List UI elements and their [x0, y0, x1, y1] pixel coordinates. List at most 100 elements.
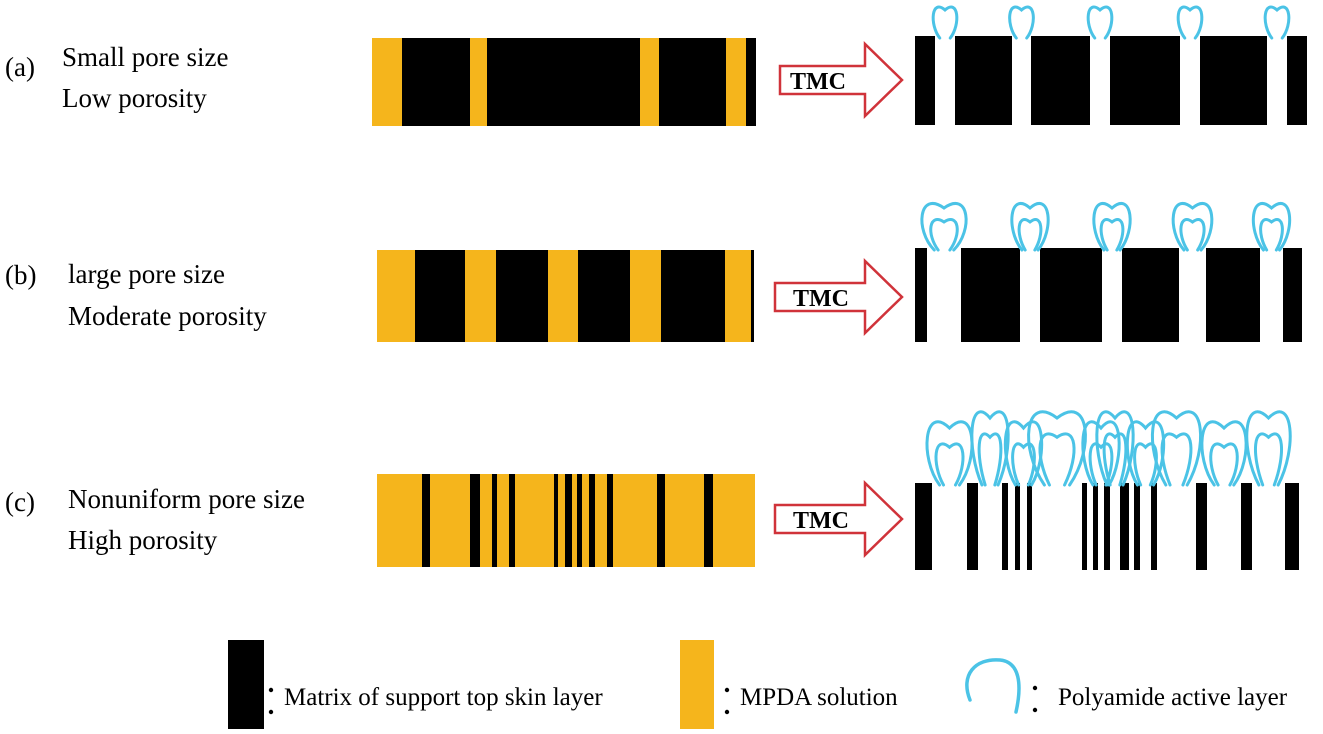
- mpda-pore: [548, 250, 578, 342]
- support-matrix-segment: [1110, 36, 1180, 125]
- mpda-pore: [470, 38, 487, 126]
- mpda-pore: [630, 250, 661, 342]
- support-matrix-segment: [509, 474, 515, 567]
- row-a: (a) Small pore size Low porosity TMC: [5, 5, 1307, 126]
- support-matrix-segment: [1015, 483, 1020, 570]
- polyamide-loop: [1095, 410, 1135, 487]
- polyamide-loop: [931, 5, 959, 40]
- support-matrix-segment: [1120, 483, 1129, 570]
- legend-mpda-label: MPDA solution: [740, 684, 898, 711]
- polyamide-loop: [1209, 442, 1239, 487]
- support-matrix-segment: [1287, 36, 1307, 125]
- support-matrix-segment: [554, 474, 558, 567]
- row-a-membrane-after: [915, 5, 1307, 125]
- legend-item-polyamide: Polyamide active layer: [965, 658, 1288, 714]
- row-a-support-before: [372, 38, 756, 126]
- row-a-arrow-label: TMC: [790, 69, 846, 95]
- support-matrix-segment: [915, 36, 935, 125]
- support-matrix-segment: [1104, 483, 1110, 570]
- support-matrix-segment: [1285, 483, 1299, 570]
- row-b-line2: Moderate porosity: [68, 301, 267, 331]
- polyamide-loop: [1176, 5, 1204, 40]
- row-b-tmc-arrow: TMC: [773, 258, 904, 336]
- row-b-arrow-label: TMC: [793, 286, 849, 312]
- row-c-tag: (c): [5, 487, 35, 517]
- row-c-line2: High porosity: [68, 525, 218, 555]
- support-matrix-segment: [967, 483, 978, 570]
- support-matrix-segment: [1040, 248, 1102, 342]
- support-matrix-segment: [1196, 483, 1207, 570]
- polyamide-loop: [1160, 432, 1193, 487]
- support-matrix-segment: [589, 474, 595, 567]
- polyamide-loop: [1017, 218, 1043, 252]
- row-c-tmc-arrow: TMC: [773, 480, 904, 558]
- row-a-tag: (a): [5, 52, 35, 82]
- support-matrix-segment: [1200, 36, 1267, 125]
- polyamide-loop: [1099, 218, 1125, 252]
- mpda-pore: [725, 250, 751, 342]
- polyamide-loop: [1253, 432, 1284, 487]
- row-c-support-before: [377, 474, 755, 567]
- mpda-pore: [377, 250, 415, 342]
- row-c-arrow-label: TMC: [793, 508, 849, 534]
- row-c: (c) Nonuniform pore size High porosity T…: [5, 410, 1299, 570]
- legend-matrix-label: Matrix of support top skin layer: [284, 684, 603, 711]
- legend-item-mpda: MPDA solution: [680, 640, 898, 729]
- support-matrix-segment: [607, 474, 613, 567]
- row-c-line1: Nonuniform pore size: [68, 484, 305, 514]
- support-matrix-segment: [1082, 483, 1087, 570]
- legend-colon-dot: [268, 687, 274, 693]
- legend-polyamide-label: Polyamide active layer: [1058, 684, 1288, 711]
- polyamide-loop: [1088, 442, 1114, 487]
- polyamide-loop: [925, 420, 974, 487]
- support-matrix-segment: [1027, 483, 1032, 570]
- support-matrix-segment: [1093, 483, 1098, 570]
- legend-item-matrix: Matrix of support top skin layer: [228, 640, 603, 729]
- legend-colon-dot: [1032, 707, 1038, 713]
- row-b: (b) large pore size Moderate porosity TM…: [5, 202, 1302, 342]
- support-matrix-segment: [1283, 248, 1302, 342]
- mpda-pore: [726, 38, 746, 126]
- polyamide-loop: [1081, 420, 1121, 487]
- support-matrix-segment: [422, 474, 430, 567]
- row-b-tag: (b): [5, 260, 36, 290]
- polyamide-loop: [1010, 202, 1050, 252]
- polyamide-loop: [1150, 410, 1203, 487]
- row-a-line1: Small pore size: [62, 42, 228, 72]
- row-a-line2: Low porosity: [62, 83, 207, 113]
- support-matrix: [372, 38, 756, 126]
- row-b-arrow-icon: [773, 258, 904, 336]
- row-b-support-before: [377, 250, 754, 342]
- polyamide-loop: [1259, 218, 1284, 252]
- polyamide-loop: [977, 432, 1003, 487]
- polyamide-loop: [1086, 5, 1114, 40]
- support-matrix-segment: [1031, 36, 1090, 125]
- polyamide-loop: [1200, 420, 1248, 487]
- support-matrix-segment: [657, 474, 665, 567]
- polyamide-loop: [970, 410, 1010, 487]
- support-matrix-segment: [1241, 483, 1252, 570]
- polyamide-loop: [1102, 432, 1128, 487]
- polyamide-loop: [934, 442, 965, 487]
- support-matrix-segment: [565, 474, 572, 567]
- support-matrix-segment: [492, 474, 497, 567]
- matrix-swatch: [228, 640, 264, 729]
- mpda-pore: [465, 250, 496, 342]
- row-a-tmc-arrow: TMC: [778, 41, 904, 119]
- legend-colon-dot: [724, 687, 730, 693]
- polyamide-loop: [1263, 5, 1291, 40]
- support-matrix-segment: [961, 248, 1020, 342]
- row-a-arrow-icon: [778, 41, 904, 119]
- legend-colon-dot: [724, 709, 730, 715]
- polyamide-loop: [920, 202, 968, 252]
- polyamide-loop: [1008, 5, 1035, 40]
- legend: Matrix of support top skin layer MPDA so…: [228, 640, 1288, 729]
- support-matrix-segment: [1151, 483, 1157, 570]
- polyamide-loop: [1092, 202, 1132, 252]
- support-matrix-segment: [915, 248, 927, 342]
- support-matrix-segment: [470, 474, 480, 567]
- mpda-pore: [372, 38, 402, 126]
- polyamide-loop: [1245, 410, 1292, 487]
